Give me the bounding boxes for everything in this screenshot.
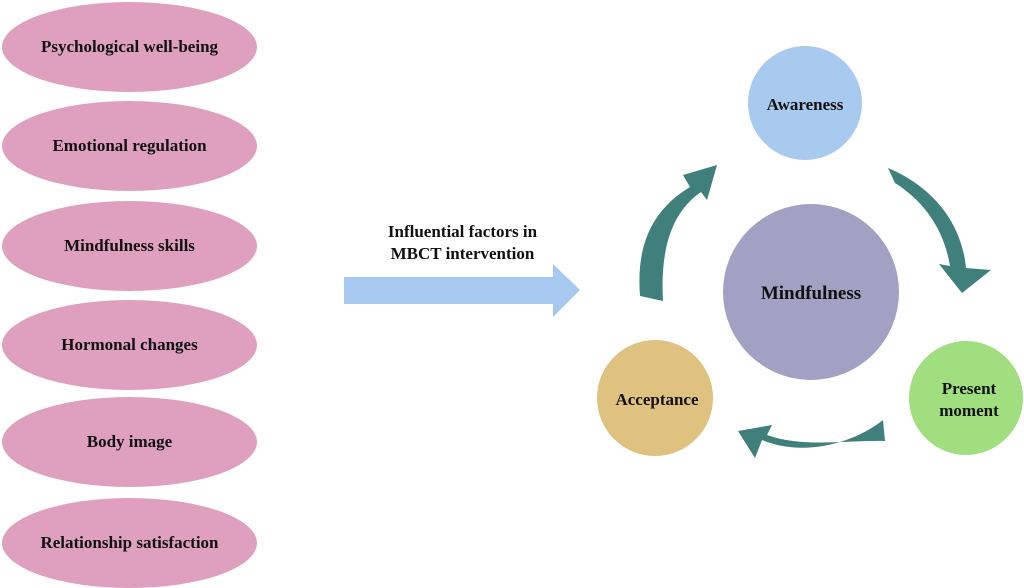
cycle-arrow-acceptance-to-awareness-icon bbox=[639, 165, 717, 301]
factor-body-image: Body image bbox=[2, 397, 257, 487]
factor-hormonal-changes: Hormonal changes bbox=[2, 300, 257, 390]
cycle-arrow-awareness-to-present-icon bbox=[888, 168, 991, 293]
flow-label-line2: MBCT intervention bbox=[390, 244, 535, 263]
node-acceptance-label: Acceptance bbox=[615, 390, 699, 409]
center-mindfulness-circle bbox=[723, 204, 899, 380]
factor-label: Psychological well-being bbox=[40, 37, 219, 56]
flow-arrow-icon bbox=[344, 264, 580, 317]
node-awareness-circle bbox=[748, 46, 862, 160]
factor-label: Relationship satisfaction bbox=[40, 533, 219, 552]
node-present-moment-label-line1: Present bbox=[942, 379, 997, 398]
factor-mindfulness-skills: Mindfulness skills bbox=[2, 201, 257, 291]
node-present-moment-circle bbox=[909, 341, 1023, 455]
node-awareness-label: Awareness bbox=[767, 95, 844, 114]
factor-label: Emotional regulation bbox=[52, 136, 207, 155]
node-acceptance-circle bbox=[597, 340, 713, 456]
center-mindfulness-label: Mindfulness bbox=[761, 283, 861, 304]
cycle-arrow-present-to-acceptance-icon bbox=[738, 420, 885, 458]
flow-label-line1: Influential factors in bbox=[387, 222, 538, 241]
factor-label: Mindfulness skills bbox=[64, 236, 195, 255]
factor-label: Hormonal changes bbox=[61, 335, 198, 354]
factor-psychological-well-being: Psychological well-being bbox=[2, 2, 257, 92]
factor-emotional-regulation: Emotional regulation bbox=[2, 101, 257, 191]
factor-relationship-satisfaction: Relationship satisfaction bbox=[2, 498, 257, 588]
node-present-moment-label-line2: moment bbox=[939, 401, 999, 420]
factor-label: Body image bbox=[86, 432, 173, 451]
flow-label: Influential factors in MBCT intervention bbox=[340, 221, 585, 265]
